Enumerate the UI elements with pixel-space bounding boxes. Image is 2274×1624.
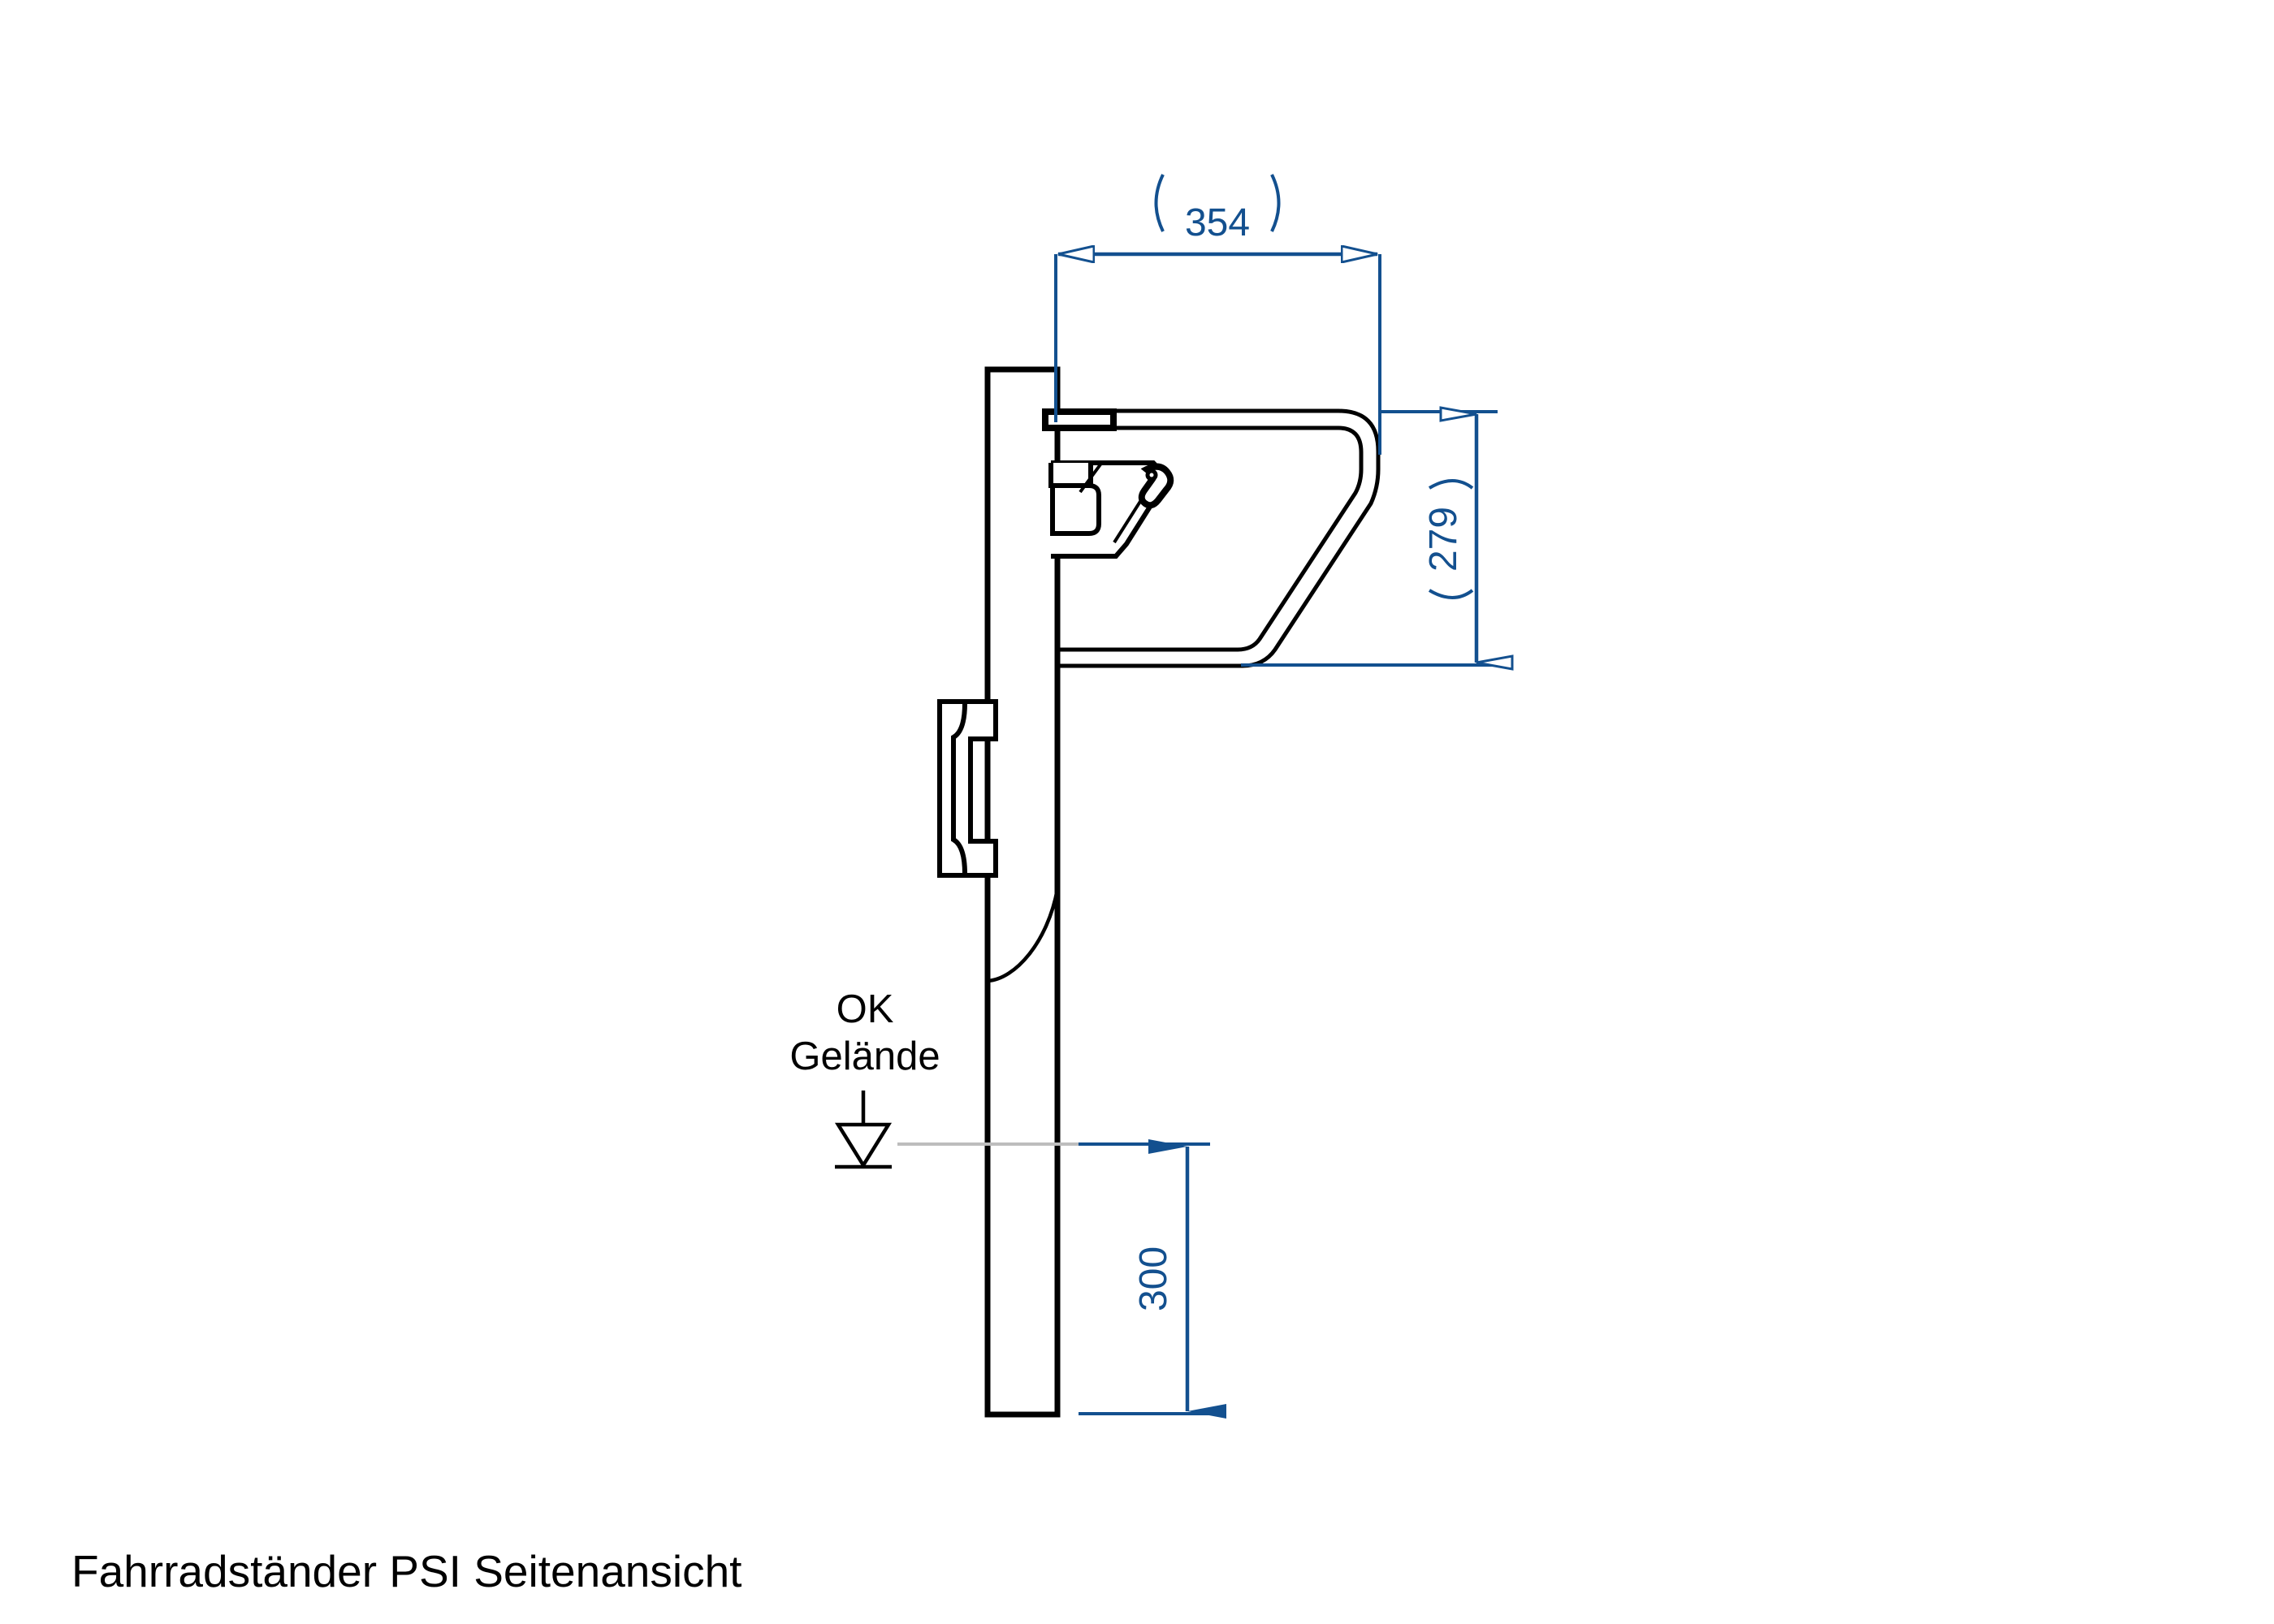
lock-bracket [1048,460,1171,559]
ground-symbol [834,1091,893,1169]
dimension-279: 279 [1241,406,1514,671]
hoop [1057,408,1381,668]
dimension-300: 300 [1079,1139,1226,1419]
post-head [984,366,1061,1418]
side-clamp [937,699,998,878]
dimension-279-label: 279 [1422,507,1465,572]
dimension-layer: 354 279 300 [1054,174,1514,1419]
dimension-354: 354 [1054,174,1381,455]
dimension-354-label: 354 [1185,201,1250,244]
dimension-300-label: 300 [1132,1246,1175,1311]
geometry-layer [937,366,1381,1418]
post-shaft-transition [987,888,1060,983]
lock-pin [1138,463,1174,509]
